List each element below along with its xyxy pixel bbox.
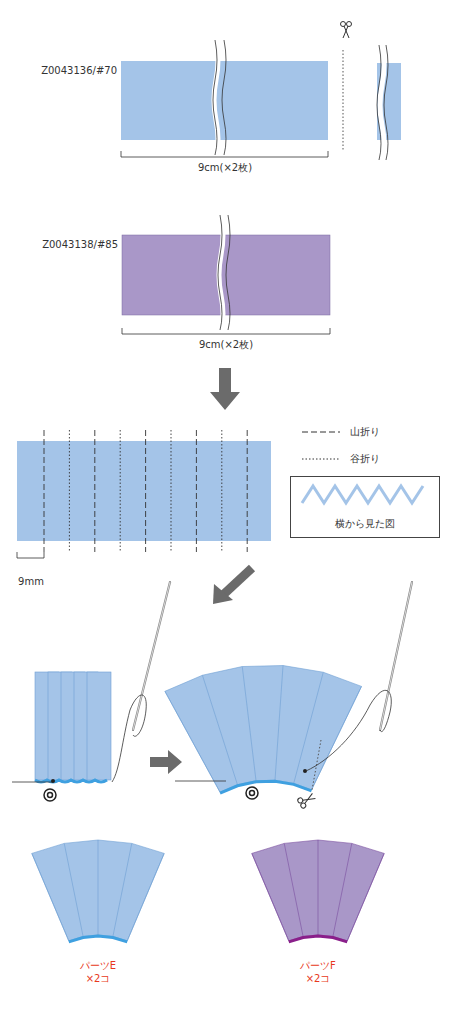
cut-line: [343, 50, 344, 150]
step-arrow: [150, 750, 182, 774]
legend-text: 谷折り: [350, 452, 380, 465]
legend-text: 山折り: [350, 425, 380, 438]
ribbon-strip: [17, 441, 271, 541]
dimension-bracket: [17, 552, 44, 558]
ribbon-strip: [121, 61, 328, 140]
break-mark: [218, 215, 230, 330]
break-mark: [377, 45, 388, 160]
break-mark: [214, 40, 218, 155]
part-name: パーツE ×2コ: [74, 959, 122, 985]
view-box: 横から見た図: [290, 476, 440, 538]
caption-text: 横から見た図: [291, 517, 439, 531]
pleated-ribbon: [12, 582, 170, 801]
dimension-bracket: [122, 328, 330, 334]
zigzag-view: [302, 486, 423, 503]
part-name: パーツF ×2コ: [294, 959, 342, 985]
gathered-ribbon: [32, 582, 412, 942]
break-mark: [219, 215, 223, 330]
break-mark: [213, 40, 226, 155]
dimension-label: 9cm(×2枚): [198, 161, 252, 174]
dimension-label: 9mm: [18, 575, 44, 588]
dimension-label: 9cm(×2枚): [199, 338, 253, 351]
dimension-label: Z0043138/#85: [42, 238, 118, 251]
dimension-label: Z0043136/#70: [41, 64, 117, 77]
legend-line: [302, 459, 340, 460]
step-arrow: [210, 368, 240, 410]
step-arrow: [224, 568, 252, 594]
scissors-icon: [341, 22, 352, 39]
legend-line: [302, 432, 340, 433]
step-arrow: [213, 584, 233, 604]
dimension-bracket: [121, 151, 328, 157]
fold-lines: [44, 430, 247, 552]
